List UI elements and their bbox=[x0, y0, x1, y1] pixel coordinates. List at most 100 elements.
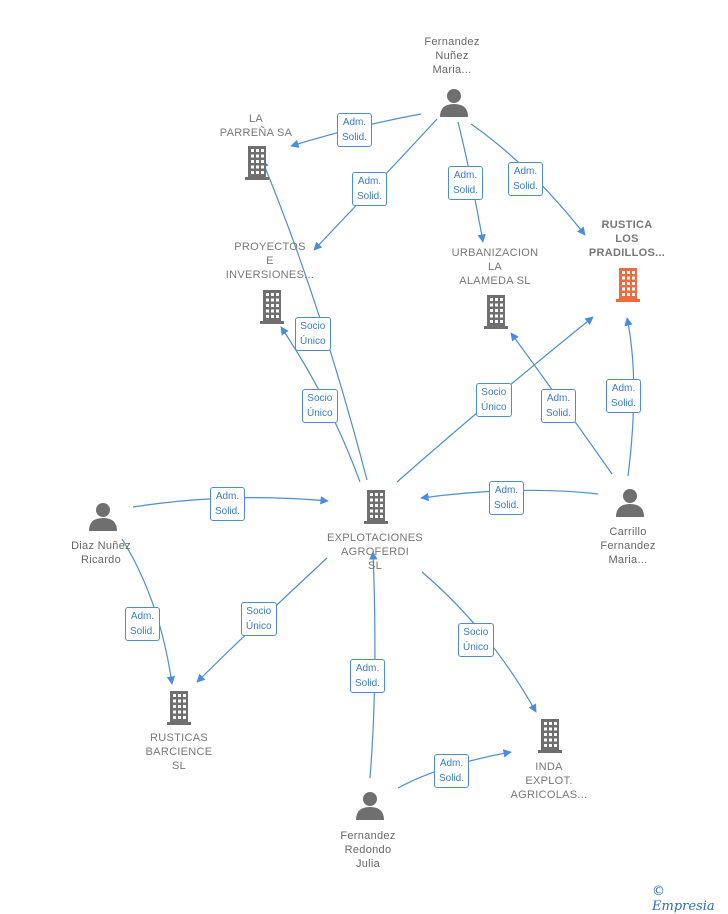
node-label-line: SL bbox=[171, 760, 187, 772]
node-label-line: Fernandez bbox=[600, 540, 656, 552]
edge-label-line: Único bbox=[463, 642, 489, 653]
node-label-line: Carrillo bbox=[609, 526, 647, 538]
node-label-line: Diaz Nuñez bbox=[71, 540, 131, 552]
node-label-line: ALAMEDA SL bbox=[459, 275, 531, 287]
edge-label-line: Único bbox=[307, 408, 333, 419]
node-label-line: Fernandez bbox=[424, 36, 480, 48]
node-label-la-parrena[interactable]: LA PARREÑA SA bbox=[211, 112, 301, 140]
node-label-line: INDA bbox=[535, 761, 563, 773]
node-label-line: PROYECTOS bbox=[234, 241, 306, 253]
node-label-rusticas-barcience[interactable]: RUSTICAS BARCIENCE SL bbox=[129, 731, 229, 773]
node-label-line: Julia bbox=[355, 858, 381, 870]
edge-label-line: Solid. bbox=[611, 398, 637, 409]
node-label-line: URBANIZACION bbox=[451, 247, 539, 259]
node-label-line: Maria... bbox=[608, 554, 648, 566]
edge-label-line: Adm. bbox=[611, 383, 636, 394]
node-label-line: EXPLOTACIONES bbox=[327, 532, 423, 544]
edge-label-line: Solid. bbox=[355, 678, 381, 689]
node-label-urbanizacion[interactable]: URBANIZACION LA ALAMEDA SL bbox=[440, 246, 550, 288]
edge-label[interactable]: Adm. Solid. bbox=[210, 487, 246, 521]
edge-label-line: Adm. bbox=[513, 166, 538, 177]
node-label-line: PARREÑA SA bbox=[219, 127, 293, 139]
edge-label[interactable]: Adm. Solid. bbox=[337, 113, 373, 147]
edge-label[interactable]: Adm.Solid. bbox=[434, 754, 470, 788]
person-icon[interactable] bbox=[89, 503, 117, 531]
copyright-icon: © bbox=[652, 884, 665, 899]
node-label-line: E bbox=[266, 255, 274, 267]
person-icon[interactable] bbox=[356, 792, 384, 820]
edge-label-line: Solid. bbox=[215, 506, 241, 517]
node-label-line: Redondo bbox=[344, 844, 392, 856]
node-label-line: Fernandez bbox=[340, 830, 396, 842]
building-icon[interactable] bbox=[260, 290, 284, 324]
edge-label-line: Único bbox=[246, 621, 272, 632]
edge-label-line: Adm. bbox=[546, 393, 571, 404]
edge-label-line: Adm. bbox=[130, 611, 155, 622]
edge-label-line: Solid. bbox=[130, 626, 156, 637]
edge-label-line: Único bbox=[300, 336, 326, 347]
building-icon[interactable] bbox=[484, 295, 508, 329]
node-label-line: Nuñez bbox=[435, 50, 469, 62]
edge-label-line: Adm. bbox=[355, 663, 380, 674]
building-icon[interactable] bbox=[616, 268, 640, 302]
edge-label-line: Adm. bbox=[215, 491, 240, 502]
person-icon[interactable] bbox=[440, 89, 468, 117]
edge-label-line: Socio bbox=[481, 387, 507, 398]
person-icon[interactable] bbox=[616, 489, 644, 517]
edge-label-line: Solid. bbox=[342, 132, 368, 143]
node-label-line: LA bbox=[248, 113, 264, 125]
edge-label[interactable]: Adm. Solid. bbox=[508, 162, 544, 196]
edge-label-line: Adm. bbox=[342, 117, 367, 128]
edge-label[interactable]: Adm. Solid. bbox=[125, 607, 161, 641]
edge-label-line: Adm. bbox=[453, 170, 478, 181]
edge-label[interactable]: Adm. Solid. bbox=[350, 659, 386, 693]
edge-label[interactable]: Adm. Solid. bbox=[352, 172, 388, 206]
edge-label-line: Adm. bbox=[439, 758, 464, 769]
node-label-line: PRADILLOS... bbox=[588, 247, 666, 259]
node-label-proyectos[interactable]: PROYECTOS E INVERSIONES... bbox=[215, 240, 325, 282]
edge-diaz_nunez-to-rusticas_barcience bbox=[121, 538, 176, 685]
node-label-line: LA bbox=[487, 261, 503, 273]
building-icon[interactable] bbox=[167, 691, 191, 725]
edge-label[interactable]: Adm.Solid. bbox=[541, 389, 577, 423]
node-label-line: RUSTICAS bbox=[149, 732, 209, 744]
edge-label-line: Solid. bbox=[513, 181, 539, 192]
node-label-line: INVERSIONES... bbox=[225, 269, 315, 281]
edge-label[interactable]: Adm. Solid. bbox=[606, 379, 642, 413]
edge-label[interactable]: Adm.Solid. bbox=[448, 166, 484, 200]
building-icon[interactable] bbox=[364, 490, 388, 524]
brand-name: Empresia bbox=[652, 899, 715, 914]
edge-label[interactable]: Adm. Solid. bbox=[489, 481, 525, 515]
node-label-inda[interactable]: INDA EXPLOT. AGRICOLAS... bbox=[494, 760, 604, 802]
edge-label-line: Único bbox=[481, 402, 507, 413]
edge-label-line: Adm. bbox=[357, 176, 382, 187]
edge-label-line: Solid. bbox=[494, 500, 520, 511]
node-label-line: Maria... bbox=[432, 64, 472, 76]
edge-label-line: Socio bbox=[463, 627, 489, 638]
node-label-line: BARCIENCE bbox=[145, 746, 213, 758]
brand-logo[interactable]: © Empresia bbox=[652, 884, 728, 914]
edge-label-line: Socio bbox=[307, 393, 333, 404]
node-label-line: Ricardo bbox=[80, 554, 121, 566]
building-icon[interactable] bbox=[245, 146, 269, 180]
node-label-line: EXPLOT. bbox=[525, 775, 573, 787]
edge-label-line: Socio bbox=[246, 606, 272, 617]
node-label-line: SL bbox=[367, 560, 383, 572]
edge-label-line: Adm. bbox=[494, 485, 519, 496]
edge-label-line: Solid. bbox=[357, 191, 383, 202]
building-icon[interactable] bbox=[538, 719, 562, 753]
edge-label-line: Socio bbox=[300, 321, 326, 332]
edge-explotaciones-to-la_parrena bbox=[261, 159, 368, 481]
node-label-line: AGRICOLAS... bbox=[510, 789, 588, 801]
